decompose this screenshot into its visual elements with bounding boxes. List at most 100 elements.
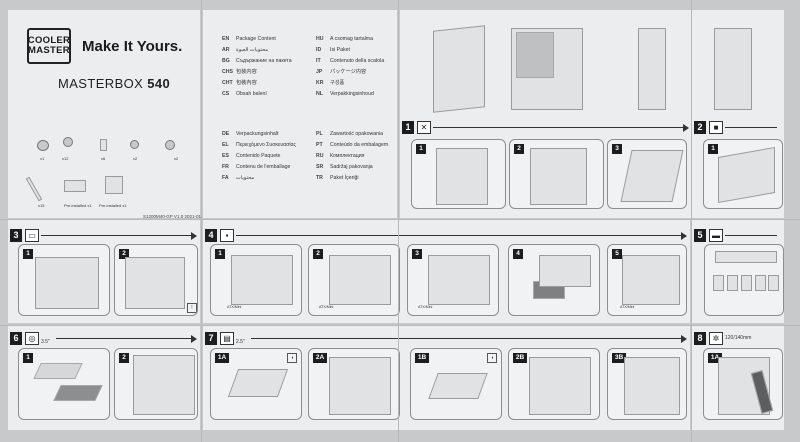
part-qty-4: x2 — [133, 156, 138, 161]
sub-badge: 5 — [612, 249, 622, 259]
part-qty-1: x1 — [40, 156, 45, 161]
cpu-icon: ■ — [709, 121, 723, 134]
step-4-sub-2: 2 ATX/Mini — [308, 244, 400, 316]
part-qty-8: Pre-installed x1 — [99, 203, 127, 208]
sub-badge: 2A — [313, 353, 327, 363]
step-4-sub-4: 4 — [508, 244, 600, 316]
step-2-header: 2 ■ — [694, 121, 782, 135]
step-line — [725, 235, 777, 236]
sub-badge: 2 — [119, 249, 129, 259]
graphics-card-sketch — [125, 257, 185, 309]
step-4-sub-3: 3 ATX/Mini — [407, 244, 499, 316]
step-note: 2.5" — [236, 339, 245, 345]
step-7-header: 7 ▤ 2.5" — [205, 332, 687, 346]
part-qty-3: x6 — [101, 156, 106, 161]
ssd-icon: ▤ — [220, 332, 234, 345]
sub-caption: ATX/Mini — [227, 305, 242, 309]
brand-logo: COOLER MASTER — [27, 28, 71, 64]
step-3-sub-1: 1 — [18, 244, 110, 316]
case-interior-sketch — [329, 357, 391, 415]
connector-icon: ▬ — [709, 229, 723, 242]
step-6-sub-1: 1 — [18, 348, 110, 420]
sub-badge: 2 — [119, 353, 129, 363]
hdd-icon: ◎ — [25, 332, 39, 345]
fold-line — [0, 325, 800, 326]
part-qty-5: x2 — [174, 156, 179, 161]
sub-badge: 1B — [415, 353, 429, 363]
tagline: Make It Yours. — [82, 38, 183, 55]
fan-icon: ✲ — [709, 332, 723, 345]
step-7-sub-1B: 1B ◑ — [410, 348, 502, 420]
sub-badge: 1 — [23, 353, 33, 363]
model-title: MASTERBOX 540 — [58, 76, 170, 91]
doc-id: S1200M40-GP V1.0 2021-01 — [143, 214, 201, 219]
step-6-header: 6 ◎ 3.5" — [10, 332, 198, 346]
sub-caption: ATX/Mini — [418, 305, 433, 309]
sub-badge: 3 — [412, 249, 422, 259]
cover-panel — [8, 10, 200, 218]
fold-line — [691, 0, 692, 442]
model-number: 540 — [147, 76, 171, 91]
connector-sketch — [727, 275, 738, 291]
fold-line — [201, 0, 202, 442]
arrow-icon — [191, 232, 197, 240]
logo-line1: COOLER — [27, 35, 71, 46]
step-line — [433, 127, 683, 128]
step-1-sub-2: 2 — [509, 139, 604, 209]
step-5-panel-frame — [704, 244, 784, 316]
step-number: 3 — [10, 229, 22, 242]
step-7-sub-2A: 2A — [308, 348, 400, 420]
case-front-view — [433, 25, 485, 113]
step-3-sub-2: 2 ! — [114, 244, 198, 316]
step-1-sub-3: 3 — [607, 139, 687, 209]
step-note: 3.5" — [41, 339, 50, 345]
step-number: 6 — [10, 332, 22, 345]
arrow-icon — [681, 232, 687, 240]
step-4-sub-5: 5 ATX/Mini — [607, 244, 687, 316]
psu-icon: ▪ — [220, 229, 234, 242]
case-interior-sketch — [622, 255, 680, 305]
standoff-icon — [100, 139, 107, 151]
thumbscrew-icon — [37, 140, 49, 151]
sub-badge: 1 — [416, 144, 426, 154]
case-interior-sketch — [428, 255, 490, 305]
sub-caption: ATX/Mini — [620, 305, 635, 309]
screwdriver-icon: ✕ — [417, 121, 431, 134]
gpu-icon: ▭ — [25, 229, 39, 242]
step-5-header: 5 ▬ — [694, 229, 782, 243]
step-number: 2 — [694, 121, 706, 134]
step-8-header: 8 ✲ 120/140mm — [694, 332, 782, 346]
drive-tray-sketch — [33, 363, 83, 379]
logo-line2: MASTER — [28, 45, 70, 56]
step-line — [251, 338, 681, 339]
step-number: 4 — [205, 229, 217, 242]
step-2-sub-1: 1 — [703, 139, 783, 209]
model-name: MASTERBOX — [58, 76, 144, 91]
sub-badge: 4 — [513, 249, 523, 259]
arrow-icon — [683, 124, 689, 132]
part-qty-6: x15 — [38, 203, 45, 208]
step-note: 120/140mm — [725, 335, 752, 341]
screw-icon — [165, 140, 175, 150]
motherboard-sketch — [718, 146, 775, 204]
screw-icon — [130, 140, 139, 149]
case-side-panel-window — [516, 32, 554, 78]
step-4-sub-1: 1 ATX/Mini — [210, 244, 302, 316]
